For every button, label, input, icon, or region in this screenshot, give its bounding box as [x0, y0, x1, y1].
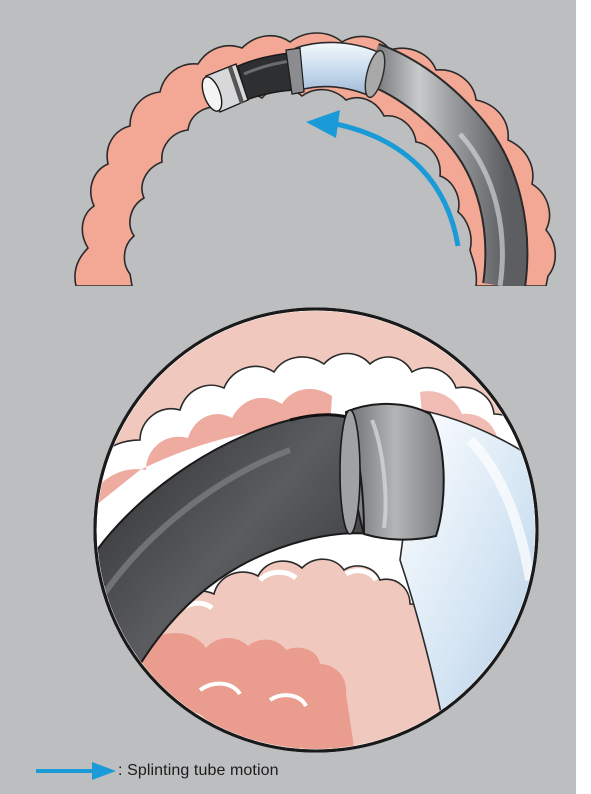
legend-label: : Splinting tube motion — [118, 762, 279, 780]
sleeve-collar — [340, 404, 444, 540]
magnified-view — [90, 300, 560, 760]
legend: : Splinting tube motion — [36, 758, 279, 784]
splinting-tube — [372, 64, 506, 286]
intestine-overview — [75, 33, 555, 286]
legend-arrow-icon — [36, 762, 118, 780]
